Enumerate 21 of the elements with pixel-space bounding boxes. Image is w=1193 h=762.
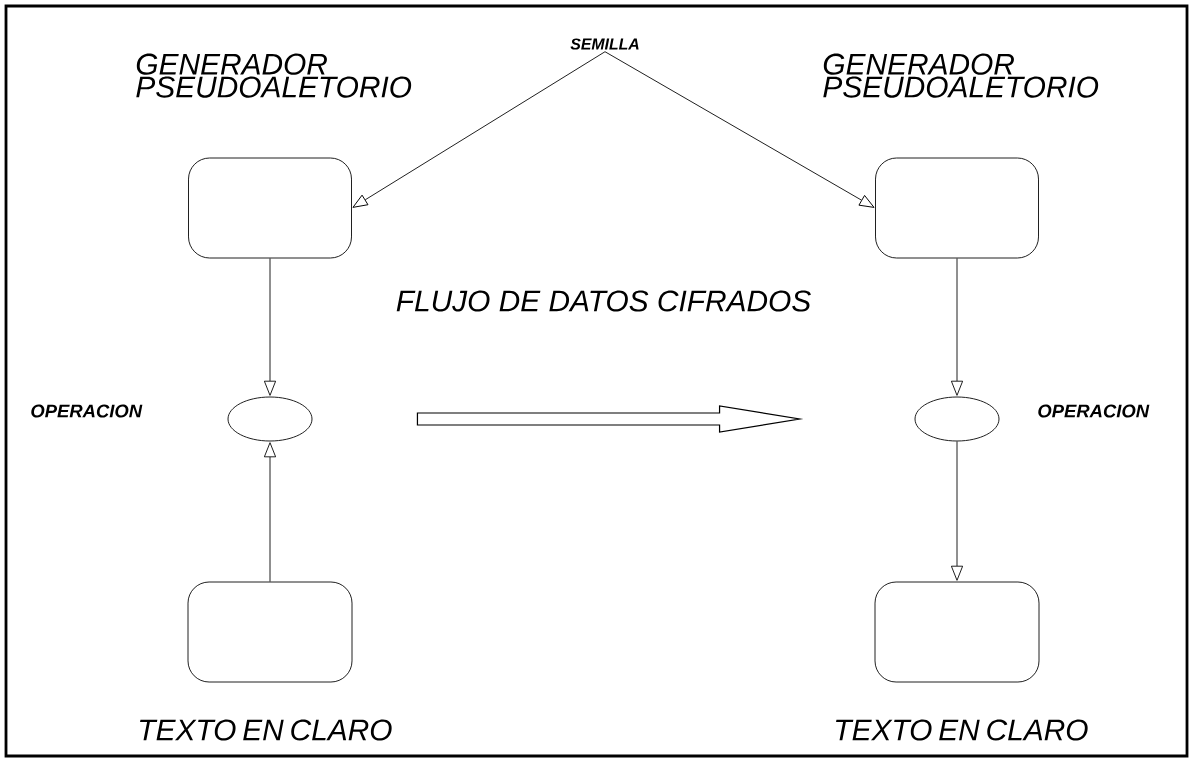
arrow bbox=[352, 51, 606, 208]
rounded-box: GENERADOR PSEUDOALETORIO bbox=[136, 53, 412, 259]
block-arrow bbox=[416, 405, 804, 433]
operation-ellipse bbox=[227, 396, 313, 442]
operation-label: OPERACION bbox=[31, 404, 143, 418]
node-label: TEXTO EN CLARO bbox=[836, 719, 1088, 741]
node-label: GENERADOR PSEUDOALETORIO bbox=[136, 53, 412, 98]
edge-label: FLUJO DE DATOS CIFRADOS bbox=[396, 290, 811, 312]
operation-ellipse bbox=[914, 396, 1000, 442]
operation-label: OPERACION bbox=[1038, 404, 1150, 418]
arrow bbox=[950, 258, 964, 396]
seed-label: SEMILLA bbox=[570, 38, 639, 50]
rounded-box: TEXTO EN CLARO bbox=[836, 581, 1088, 741]
arrow bbox=[604, 51, 875, 208]
rounded-box: TEXTO EN CLARO bbox=[140, 581, 392, 741]
arrow bbox=[263, 442, 277, 582]
arrow bbox=[950, 441, 964, 581]
arrow bbox=[263, 258, 277, 396]
node-label: TEXTO EN CLARO bbox=[140, 719, 392, 741]
rounded-box: GENERADOR PSEUDOALETORIO bbox=[823, 53, 1099, 259]
node-label: GENERADOR PSEUDOALETORIO bbox=[823, 53, 1099, 98]
